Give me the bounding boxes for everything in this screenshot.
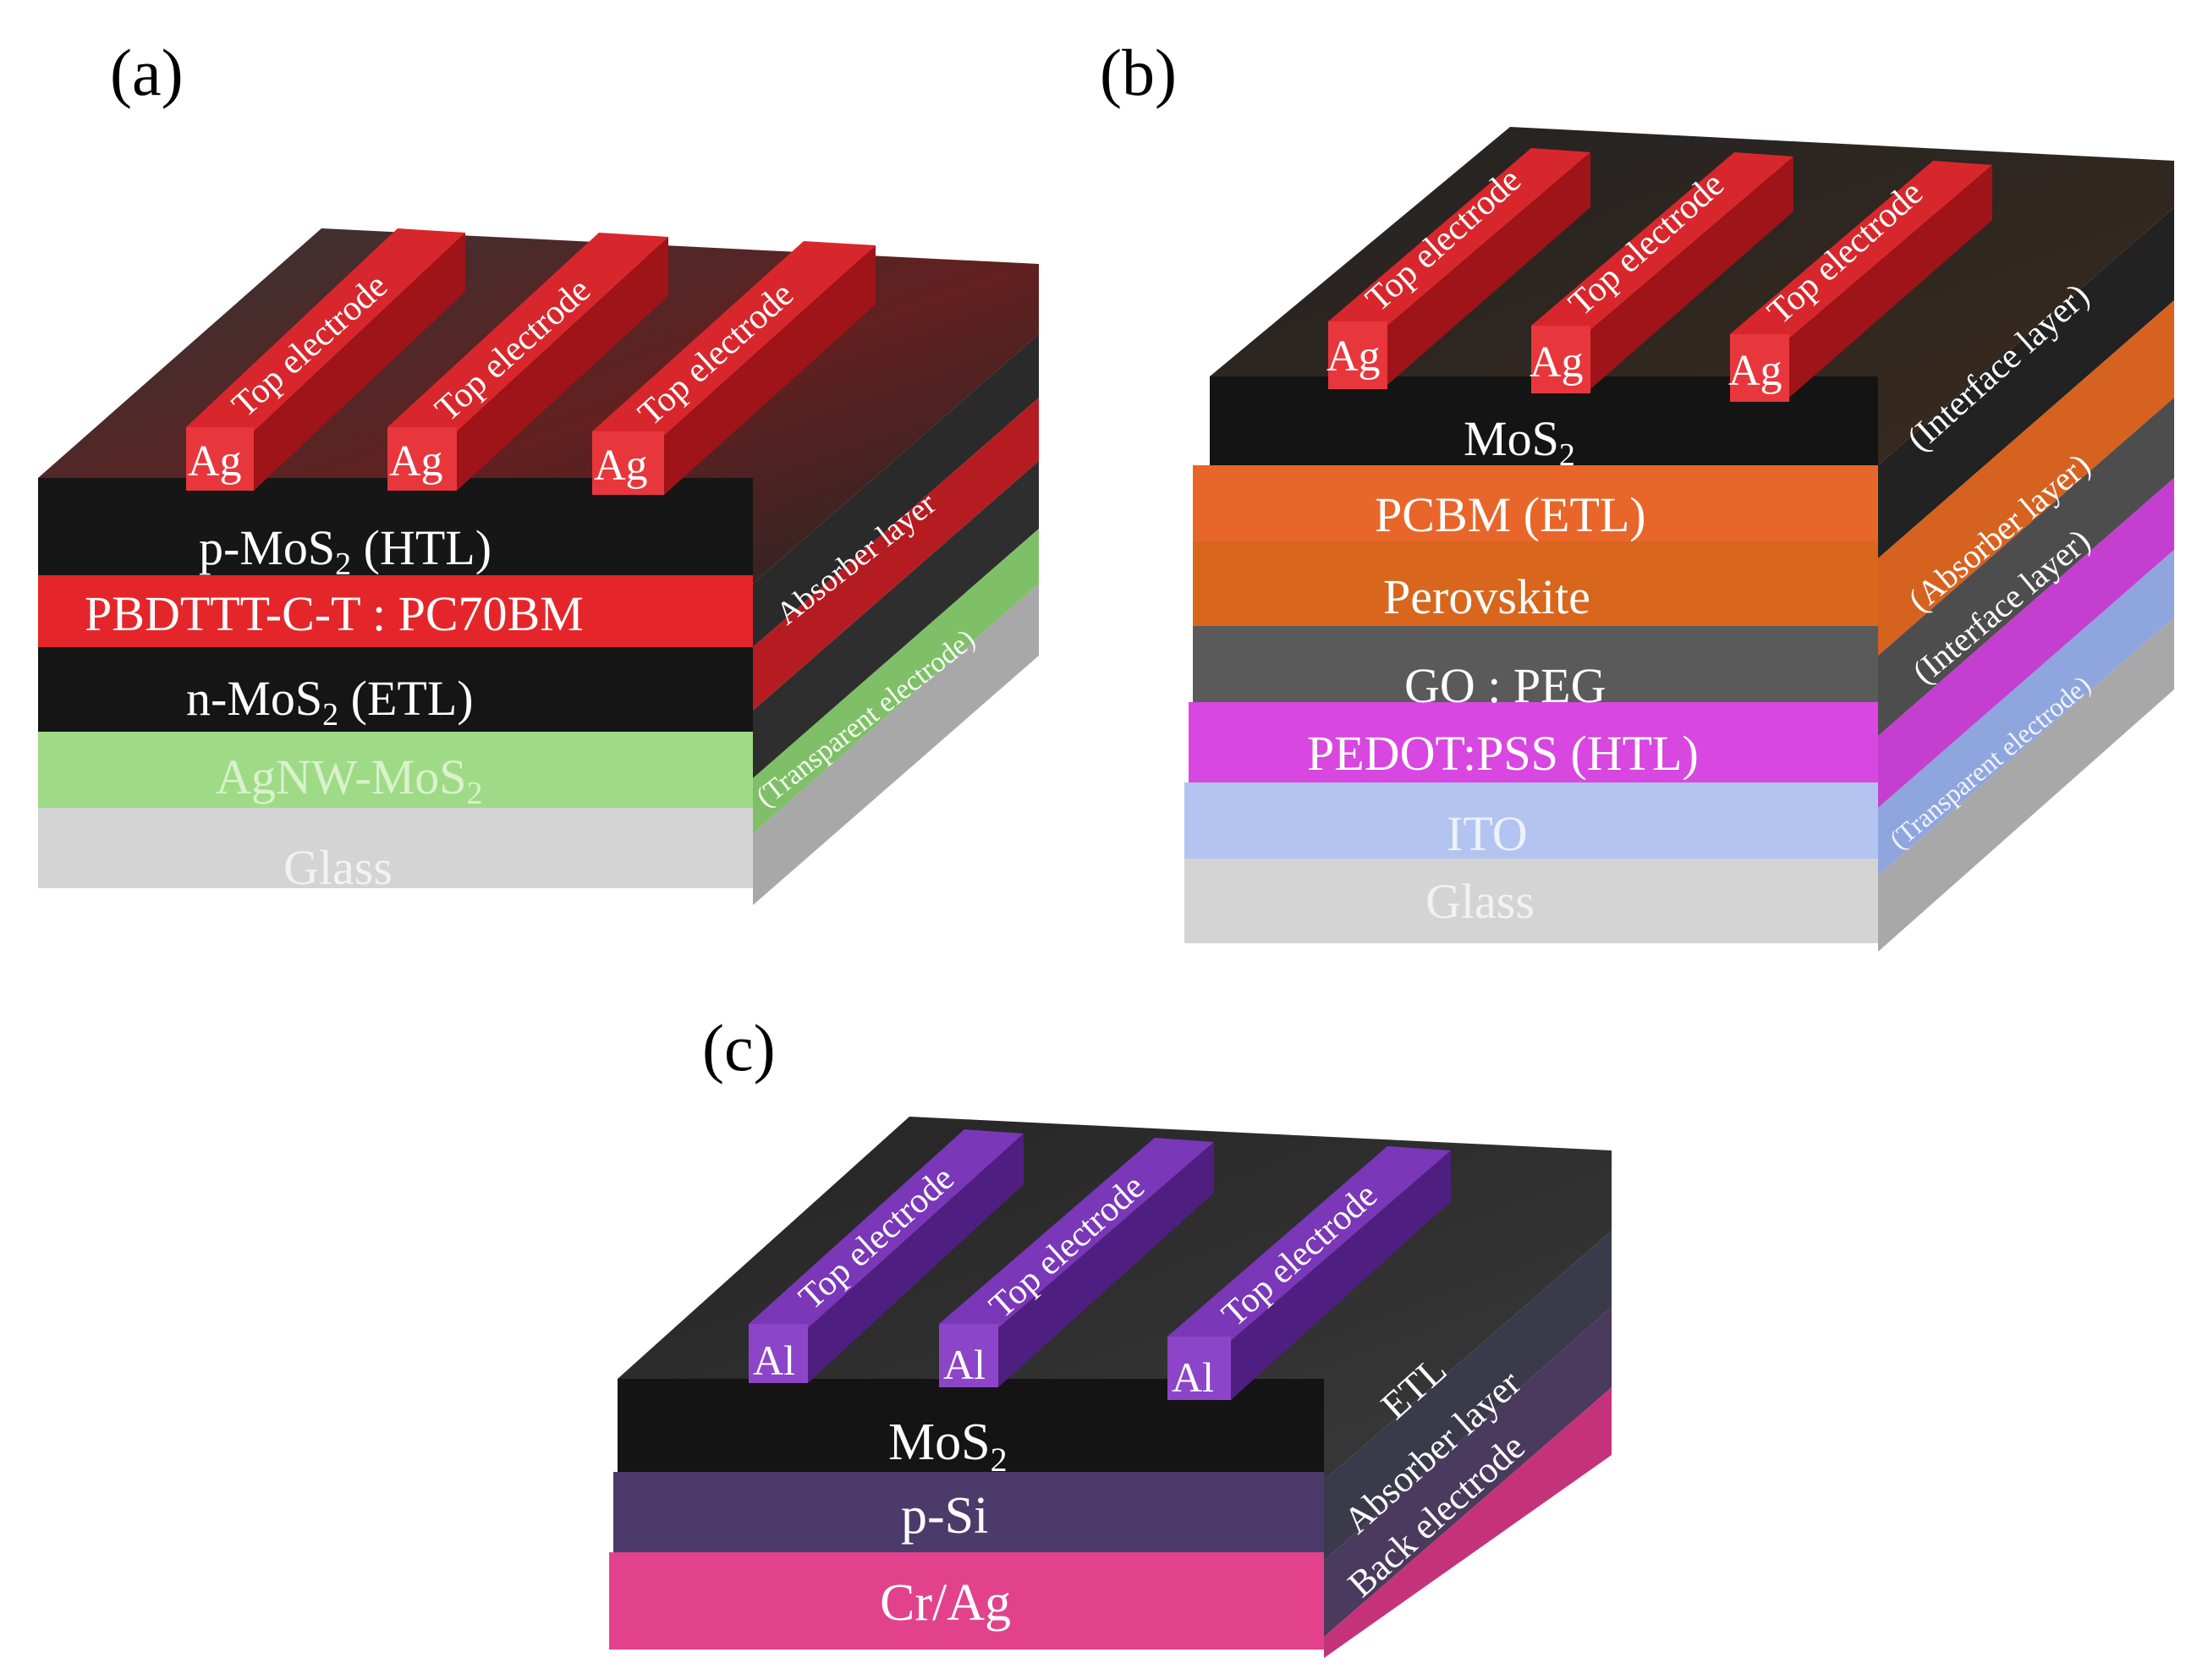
panel-a-layer-agnw	[38, 732, 753, 808]
panel-c-electrode-3	[1167, 1146, 1451, 1400]
panel-a-electrode-material-1: Ag	[188, 437, 242, 486]
panel-c-electrode-material-3: Al	[1172, 1353, 1214, 1401]
panel-b-electrode-1	[1328, 148, 1590, 389]
panel-c-electrode-2	[939, 1138, 1214, 1387]
panel-c-electrode-material-1: Al	[753, 1337, 795, 1384]
panel-a-layer-glass	[38, 808, 753, 888]
panel-b-layer-perovskite	[1193, 541, 1878, 626]
panel-b-side-face-1	[1878, 207, 2174, 558]
panel-c-side-face-2	[1324, 1307, 1612, 1637]
panel-b-electrode-3	[1730, 161, 1992, 402]
panel-b-layer-label-5: PEDOT:PSS (HTL)	[1307, 726, 1699, 781]
panel-a: (a) Ag Ag Ag T	[38, 36, 1039, 905]
panel-b-electrode-2	[1531, 152, 1793, 393]
panel-a-electrode-1	[186, 228, 465, 491]
panel-b-side-face-4	[1878, 478, 2174, 808]
panel-a-layer-pbdttt	[38, 575, 753, 647]
panel-b-electrode-material-3: Ag	[1728, 347, 1782, 395]
panel-b-side-face-5	[1878, 550, 2174, 876]
panel-a-side-face-5	[753, 584, 1039, 905]
panel-a-layer-label-5: Glass	[283, 840, 393, 895]
panel-a-electrode-material-3: Ag	[594, 442, 648, 490]
panel-c-layer-label-1: MoS2	[888, 1414, 1008, 1479]
panel-c-layer-label-3: Cr/Ag	[880, 1574, 1011, 1632]
panel-b-layer-label-1: MoS2	[1464, 411, 1575, 473]
panel-a-label: (a)	[110, 36, 184, 109]
panel-c-layer-label-2: p-Si	[901, 1487, 988, 1545]
panel-a-side-face-4	[753, 529, 1039, 833]
panel-a-layer-label-1: p-MoS2 (HTL)	[199, 520, 492, 582]
panel-c-electrode-1	[749, 1129, 1024, 1383]
panel-b-layer-label-3: Perovskite	[1383, 569, 1590, 624]
panel-b-layer-go-peg	[1193, 626, 1878, 702]
panel-c-label: (c)	[702, 1011, 776, 1084]
panel-b-label: (b)	[1100, 36, 1177, 109]
panel-a-electrode-material-2: Ag	[389, 437, 443, 486]
panel-b-electrode-material-2: Ag	[1530, 338, 1584, 387]
panel-a-layer-n-mos2	[38, 647, 753, 732]
panel-b-layer-label-4: GO : PEG	[1404, 658, 1606, 713]
panel-b-side-face-6	[1878, 618, 2174, 952]
panel-b-layer-label-6: ITO	[1447, 806, 1528, 861]
panel-c-layer-cr-ag	[609, 1552, 1324, 1650]
panel-a-side-face-1	[753, 334, 1039, 647]
panel-c-layer-p-si	[613, 1472, 1324, 1552]
panel-a-electrode-3	[592, 241, 876, 495]
panel-c: (c) Al Al Al Top electrode Top	[609, 1011, 1612, 1658]
panel-b-electrode-material-1: Ag	[1326, 332, 1381, 381]
panel-b-layer-pcbm	[1193, 465, 1878, 541]
panel-a-layer-label-4: AgNW-MoS2	[216, 749, 482, 811]
panel-a-electrode-2	[387, 233, 668, 491]
panel-a-layer-label-3: n-MoS2 (ETL)	[186, 671, 474, 733]
panel-b-layer-ito	[1184, 782, 1878, 859]
panel-b: (b) Ag	[1100, 36, 2174, 952]
panel-a-side-face-3	[753, 461, 1039, 778]
panel-a-layer-label-2: PBDTTT-C-T : PC70BM	[85, 586, 584, 641]
panel-b-side-face-2	[1878, 300, 2174, 656]
panel-b-layer-pedot	[1189, 702, 1878, 782]
panel-b-layer-label-7: Glass	[1425, 874, 1535, 929]
panel-c-electrode-material-2: Al	[943, 1341, 986, 1388]
panel-b-side-face-3	[1878, 398, 2174, 736]
panel-a-side-face-2	[753, 398, 1039, 711]
panel-c-side-face-3	[1324, 1387, 1612, 1658]
panel-c-side-face-1	[1324, 1231, 1612, 1561]
panel-b-layer-label-2: PCBM (ETL)	[1375, 487, 1646, 542]
panel-b-layer-glass	[1184, 859, 1878, 943]
